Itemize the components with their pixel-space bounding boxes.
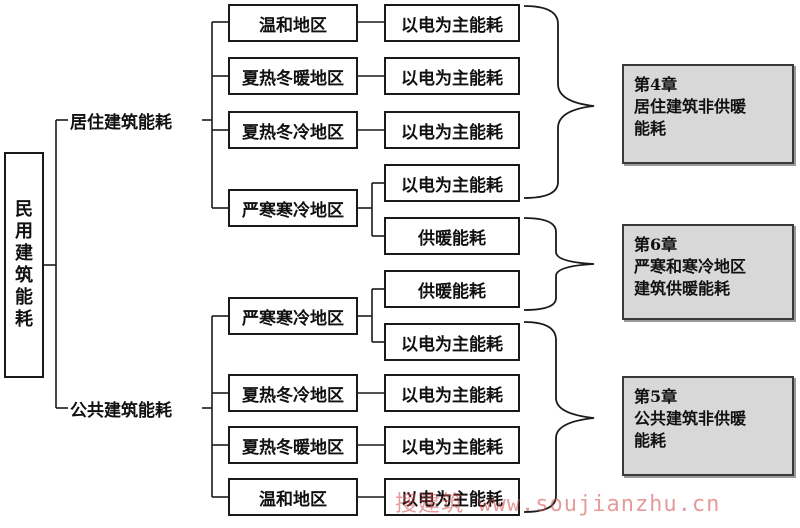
pub-type-electric: 以电为主能耗 xyxy=(384,478,520,516)
chapter-line: 建筑供暖能耗 xyxy=(634,279,731,298)
root-char: 筑 xyxy=(15,265,33,286)
pub-region-severe-cold: 严寒寒冷地区 xyxy=(228,297,358,335)
root-node: 民 用 建 筑 能 耗 xyxy=(4,152,44,378)
brace-ch4 xyxy=(523,5,595,199)
chapter-line: 能耗 xyxy=(634,431,667,450)
res-type-heating: 供暖能耗 xyxy=(384,217,520,255)
chapter-title: 第4章 xyxy=(634,75,678,94)
res-region-hscold: 夏热冬冷地区 xyxy=(228,111,358,149)
chapter-line: 公共建筑非供暖 xyxy=(634,409,747,428)
chapter-4-box: 第4章 居住建筑非供暖 能耗 xyxy=(622,64,794,164)
chapter-5-box: 第5章 公共建筑非供暖 能耗 xyxy=(622,376,794,476)
res-type-electric: 以电为主能耗 xyxy=(384,4,520,42)
chapter-line: 居住建筑非供暖 xyxy=(634,97,747,116)
res-region-severe-cold: 严寒寒冷地区 xyxy=(228,189,358,227)
public-node: 公共建筑能耗 xyxy=(68,396,174,421)
root-char: 民 xyxy=(15,199,33,220)
brace-ch5 xyxy=(523,321,595,513)
pub-region-hswarm: 夏热冬暖地区 xyxy=(228,426,358,464)
pub-type-heating: 供暖能耗 xyxy=(384,270,520,308)
res-type-electric: 以电为主能耗 xyxy=(384,164,520,202)
chapter-title: 第5章 xyxy=(634,387,678,406)
residential-node: 居住建筑能耗 xyxy=(68,108,174,133)
res-region-mild: 温和地区 xyxy=(228,4,358,42)
root-char: 用 xyxy=(15,221,33,242)
pub-type-electric: 以电为主能耗 xyxy=(384,426,520,464)
root-char: 耗 xyxy=(15,309,33,330)
brace-ch6 xyxy=(523,217,595,311)
pub-region-hscold: 夏热冬冷地区 xyxy=(228,374,358,412)
pub-type-electric: 以电为主能耗 xyxy=(384,323,520,361)
root-char: 能 xyxy=(15,287,33,308)
chapter-title: 第6章 xyxy=(634,235,678,254)
res-type-electric: 以电为主能耗 xyxy=(384,111,520,149)
res-region-hswarm: 夏热冬暖地区 xyxy=(228,57,358,95)
pub-region-mild: 温和地区 xyxy=(228,478,358,516)
watermark: 搜建筑 www.soujianzhu.cn xyxy=(395,492,721,517)
root-char: 建 xyxy=(15,243,33,264)
chapter-6-box: 第6章 严寒和寒冷地区 建筑供暖能耗 xyxy=(622,224,794,320)
chapter-line: 严寒和寒冷地区 xyxy=(634,257,747,276)
res-type-electric: 以电为主能耗 xyxy=(384,57,520,95)
pub-type-electric: 以电为主能耗 xyxy=(384,374,520,412)
chapter-line: 能耗 xyxy=(634,119,667,138)
